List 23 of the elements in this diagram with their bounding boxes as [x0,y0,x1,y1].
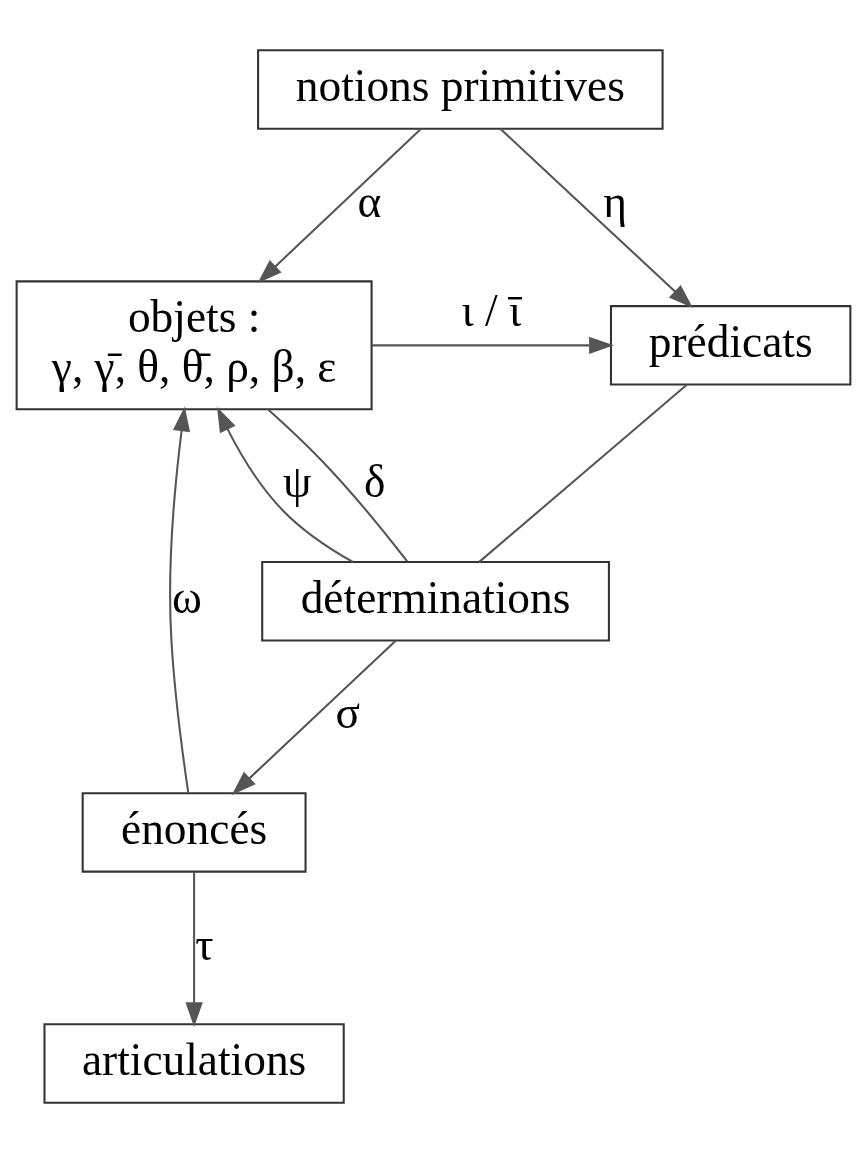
connector [267,408,409,563]
edge-label: τ [195,919,214,970]
edge-label: α [357,176,382,227]
edge-label: η [603,176,627,227]
node-box: déterminations [261,561,610,642]
node-box: énoncés [81,792,307,873]
arrow [169,406,191,793]
edge-label: δ [363,457,386,508]
connector [478,383,688,563]
edge-label: ψ [283,457,312,508]
arrow [217,407,354,563]
edge-label: σ [335,688,361,739]
arrow [185,871,203,1028]
arrow [231,640,397,795]
arrow [257,127,422,284]
edge-label: ω [171,572,202,623]
node-box: articulations [43,1023,345,1104]
arrow [372,336,614,355]
node-box: objets : γ, γ̄, θ, θ̄, ρ, β, ε [15,280,373,411]
node-box: notions primitives [257,49,664,130]
arrow [499,127,693,309]
node-box: prédicats [609,305,852,386]
edge-label: ι / ῑ [461,285,522,336]
